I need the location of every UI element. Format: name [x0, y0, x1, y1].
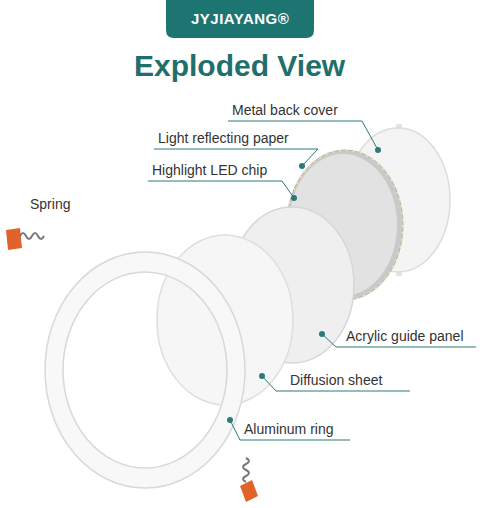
leader-lines	[148, 121, 476, 440]
part-label: Highlight LED chip	[152, 162, 267, 179]
part-label: Spring	[30, 196, 70, 213]
aluminum-ring	[45, 252, 245, 488]
brand-logo: JYJIAYANG®	[191, 10, 289, 28]
part-label: Metal back cover	[232, 102, 338, 119]
spring-icon	[6, 228, 44, 250]
spring-icon	[240, 458, 258, 502]
part-label: Diffusion sheet	[290, 372, 382, 389]
part-label: Acrylic guide panel	[346, 328, 464, 345]
header-tab	[166, 0, 314, 38]
part-label: Light reflecting paper	[158, 130, 289, 147]
title: Exploded View	[134, 48, 345, 84]
part-label: Aluminum ring	[244, 421, 333, 438]
